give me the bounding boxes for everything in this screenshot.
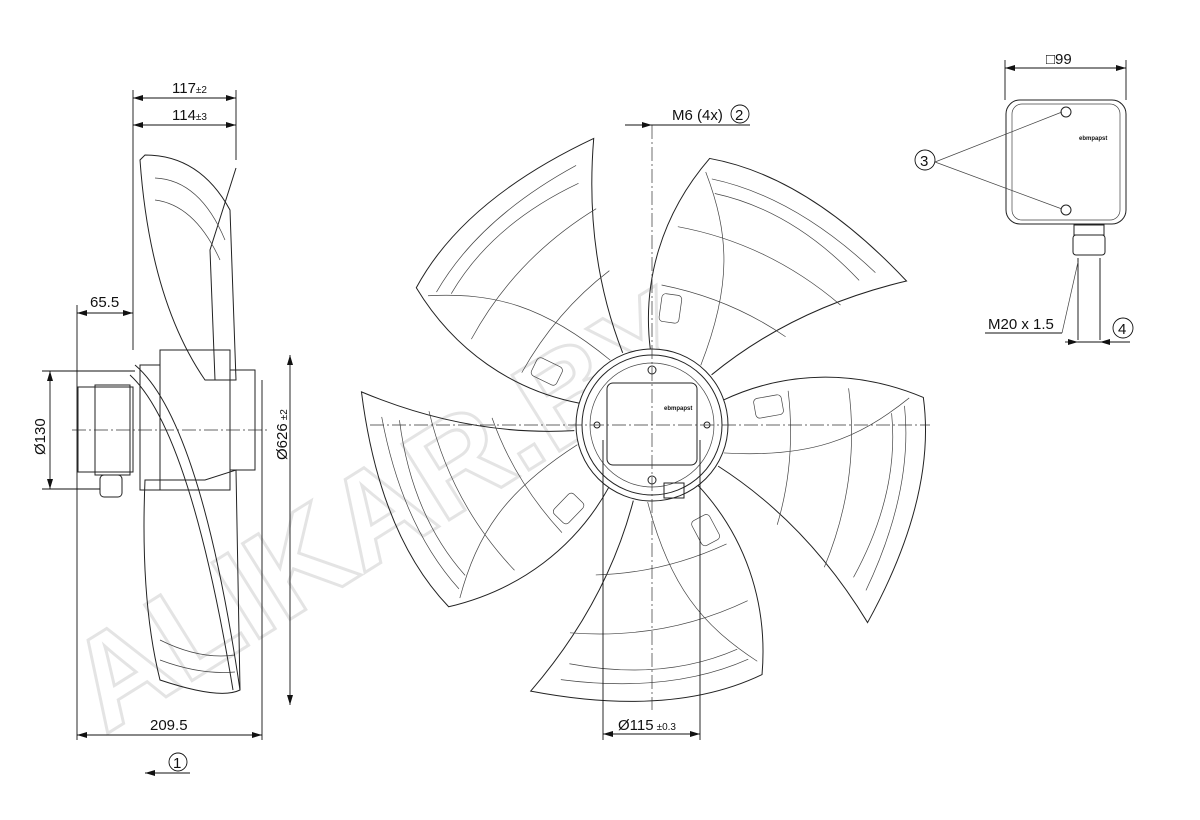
callout-cable: 4 bbox=[1118, 321, 1126, 338]
svg-text:Ø626±2: Ø626 ±2 bbox=[274, 409, 291, 460]
front-view: ebmpapst M6 (4x) 2 Ø115±0.3 bbox=[295, 96, 961, 775]
svg-text:117±2: 117±2 bbox=[172, 80, 207, 97]
dim-bolt-circle: Ø115 bbox=[618, 717, 654, 734]
callout-thread: 2 bbox=[735, 107, 743, 124]
dim-overall-depth-tol: ±2 bbox=[196, 85, 207, 96]
dim-bolt-circle-tol: ±0.3 bbox=[657, 722, 677, 733]
dim-fan-diameter-tol: ±2 bbox=[279, 409, 290, 420]
terminal-box-view: □99 ebmpapst 3 M20 x 1.5 4 bbox=[914, 51, 1134, 345]
dim-blade-depth: 114 bbox=[172, 107, 196, 124]
dim-square: □99 bbox=[1046, 51, 1072, 68]
svg-text:114±3: 114±3 bbox=[172, 107, 207, 124]
dim-box-offset: 65.5 bbox=[90, 294, 119, 311]
dim-fan-diameter: Ø626 bbox=[274, 423, 291, 460]
callout-screws: 3 bbox=[920, 153, 928, 170]
dim-overall-depth: 117 bbox=[172, 80, 196, 97]
dim-total-length: 209.5 bbox=[150, 717, 188, 734]
cable-gland-label: M20 x 1.5 bbox=[988, 316, 1054, 333]
box-brand-mark: ebmpapst bbox=[1079, 136, 1107, 142]
fan-brand-mark: ebmpapst bbox=[664, 406, 692, 412]
callout-airflow: 1 bbox=[173, 755, 181, 772]
svg-text:Ø115±0.3: Ø115±0.3 bbox=[618, 717, 676, 734]
dim-blade-depth-tol: ±3 bbox=[196, 112, 207, 123]
dim-box-diameter: Ø130 bbox=[32, 418, 49, 455]
side-view: 117±2 114±3 65.5 Ø130 Ø626±2 209.5 1 bbox=[32, 80, 293, 776]
thread-label: M6 (4x) bbox=[672, 107, 723, 124]
